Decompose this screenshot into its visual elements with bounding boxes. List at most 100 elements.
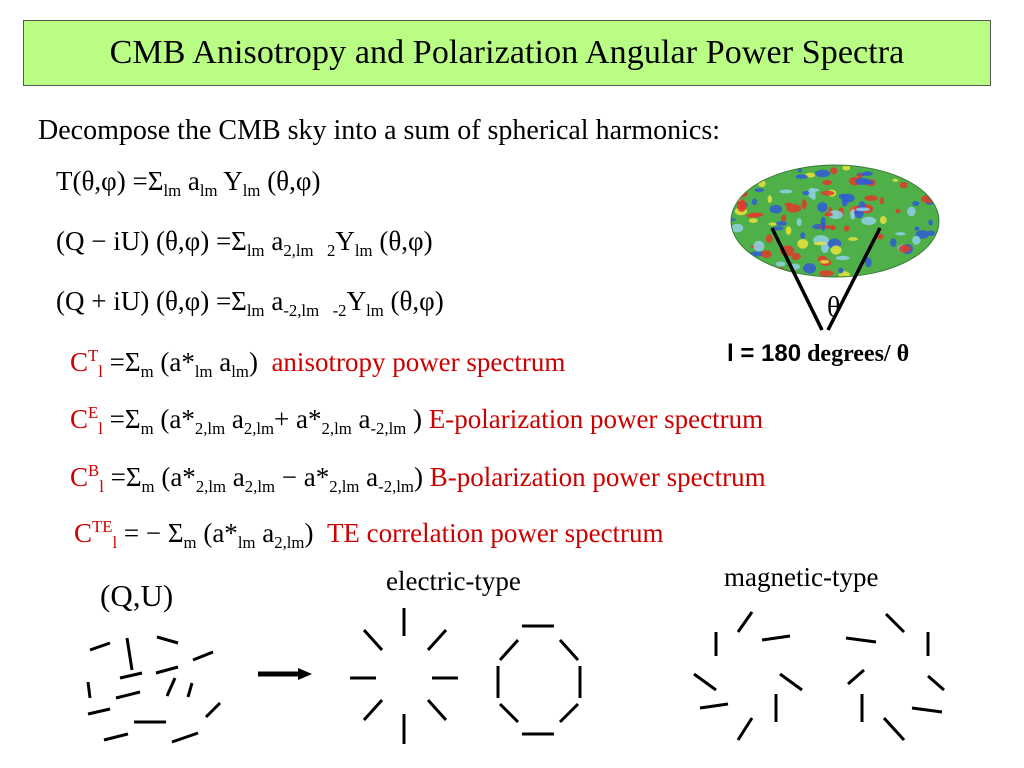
sky-map-spot — [824, 212, 833, 217]
term: a — [359, 462, 379, 493]
polarization-stick — [86, 681, 92, 699]
term: + a* — [274, 404, 322, 435]
spectrum-sup: E — [88, 403, 99, 422]
term: ) — [413, 462, 423, 493]
pinwheel-stick — [779, 672, 803, 692]
radial-stick — [426, 698, 448, 722]
b-mode-right-pinwheel — [845, 612, 945, 742]
spectrum-symbol: C — [70, 347, 89, 378]
temperature-expansion: T(θ,φ) =Σlm alm Ylm (θ,φ) — [56, 168, 320, 200]
sky-map-spot — [901, 268, 911, 276]
sky-map-spot — [855, 177, 871, 185]
spectrum-symbol: C — [70, 462, 89, 493]
spectrum-description: E-polarization power spectrum — [428, 404, 764, 435]
sky-map-spot — [744, 261, 750, 266]
sky-map-spot — [753, 240, 765, 252]
term: (a* — [153, 404, 195, 435]
transform-arrow — [258, 668, 312, 680]
sky-map-spot — [769, 204, 782, 214]
sky-map-spot — [822, 179, 833, 186]
sky-map-spot — [844, 225, 850, 232]
b-mode-left-pinwheel — [693, 611, 803, 741]
pinwheel-stick — [761, 634, 791, 642]
spectrum-sum: =Σ — [103, 462, 142, 493]
slide-title: CMB Anisotropy and Polarization Angular … — [109, 34, 905, 71]
spectrum-sup: TE — [92, 517, 113, 536]
sky-map-spot — [838, 267, 844, 274]
sky-map-spot — [927, 230, 935, 236]
sky-map-spot — [731, 178, 743, 187]
electric-type-label: electric-type — [386, 566, 521, 596]
term-index: 2,lm — [329, 476, 360, 496]
eq-lhs: (Q − iU) (θ,φ) =Σ — [56, 226, 247, 256]
angle-lines — [770, 227, 882, 331]
term-index: lm — [237, 532, 256, 552]
term: a — [225, 404, 244, 435]
sky-map-spot — [879, 216, 887, 225]
spectrum-sub: l — [99, 476, 104, 496]
term-index: -2,lm — [370, 418, 407, 438]
sky-map-spot — [898, 244, 911, 253]
term: (a* — [154, 462, 196, 493]
term: (a* — [196, 518, 238, 549]
sky-map-spot — [785, 226, 792, 235]
sky-map-spot — [911, 265, 920, 277]
term-index: 2,lm — [321, 418, 352, 438]
sky-map-spot — [765, 234, 773, 244]
sky-map-spot — [840, 193, 855, 203]
eq-args: (θ,φ) — [372, 226, 433, 256]
sky-map-spot — [864, 257, 872, 268]
term: (a* — [153, 347, 195, 378]
eq-coef-index: lm — [199, 180, 218, 200]
sky-map-spot — [760, 165, 776, 177]
sky-map-spot — [924, 252, 939, 257]
sum-index: m — [140, 418, 154, 438]
sky-map-spot — [892, 178, 899, 182]
sky-map-spot — [914, 226, 920, 231]
relation-rest: degrees/ θ — [801, 341, 910, 367]
sky-map-spot — [800, 232, 806, 239]
sky-map-spot — [781, 214, 787, 222]
pol-minus-expansion: (Q − iU) (θ,φ) =Σlm a2,lm 2Ylm (θ,φ) — [56, 228, 433, 260]
sky-map-spot — [895, 208, 901, 214]
ee-spectrum: CEl =Σm (a*2,lm a2,lm+ a*2,lm a-2,lm ) E… — [70, 403, 764, 438]
sky-map-spot — [835, 255, 850, 261]
sky-map-spot — [912, 235, 921, 245]
eq-coef-index: 2,lm — [283, 240, 314, 260]
sky-map-spot — [731, 223, 744, 233]
qu-random-pattern — [86, 635, 222, 744]
te-spectrum: CTEl = − Σm (a*lm a2,lm) TE correlation … — [74, 517, 664, 552]
spectrum-sup: B — [88, 461, 100, 480]
spectrum-symbol: C — [70, 404, 89, 435]
tt-spectrum: CTl =Σm (a*lm alm) anisotropy power spec… — [70, 347, 565, 381]
magnetic-type-label: magnetic-type — [724, 562, 879, 592]
spectrum-sub: l — [112, 532, 118, 552]
term: a — [351, 404, 371, 435]
sky-map-spot — [828, 210, 843, 220]
pol-plus-expansion: (Q + iU) (θ,φ) =Σlm a-2,lm -2Ylm (θ,φ) — [56, 288, 444, 320]
radial-stick — [426, 628, 448, 652]
term-index: 2,lm — [195, 476, 227, 496]
term: a — [212, 347, 232, 378]
sky-map-spot — [796, 218, 802, 227]
sky-map-spot — [731, 189, 737, 196]
polarization-stick — [119, 671, 143, 680]
tangential-stick — [498, 638, 520, 662]
polarization-stick — [125, 637, 134, 671]
sum-index: m — [141, 476, 155, 496]
eq-sum-index: lm — [163, 180, 182, 200]
sky-map-spot — [802, 190, 810, 196]
pinwheel-stick — [693, 672, 717, 692]
spectrum-sub: l — [98, 361, 103, 381]
sky-map-spot — [929, 262, 936, 268]
eq-lhs: T(θ,φ) =Σ — [56, 166, 164, 196]
term: − a* — [274, 462, 330, 493]
eq-harmonic-index: lm — [242, 180, 261, 200]
sky-map-spot — [842, 165, 851, 171]
sky-map-spot — [743, 179, 749, 188]
term-index: 2,lm — [243, 418, 275, 438]
polarization-stick — [103, 732, 129, 742]
sky-map-spot — [879, 197, 884, 205]
term-index: 2,lm — [244, 476, 275, 496]
spectrum-sum: =Σ — [102, 347, 141, 378]
